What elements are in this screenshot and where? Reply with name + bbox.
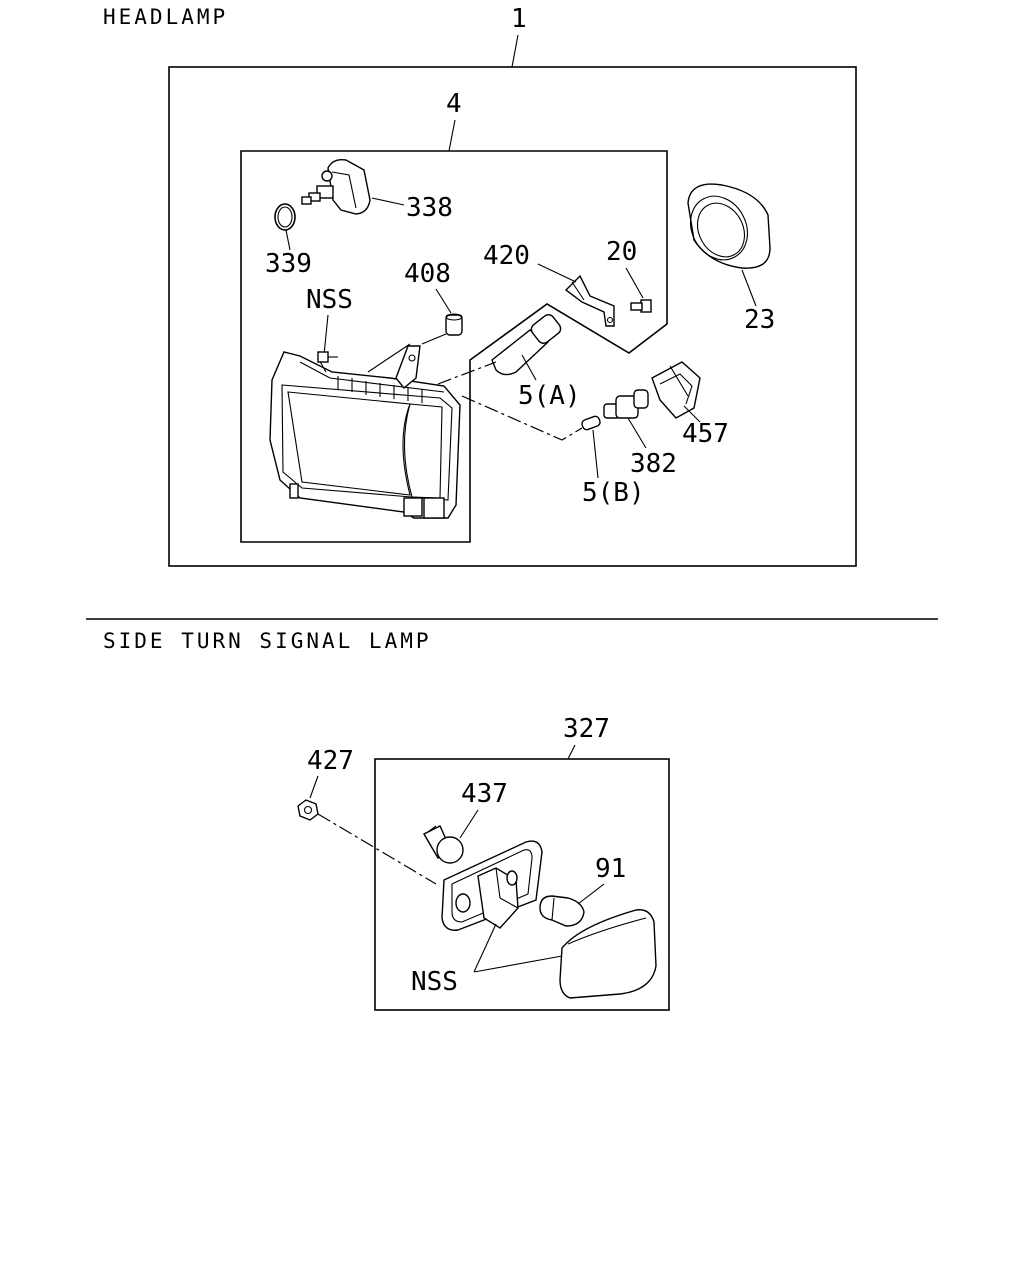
leader-20 <box>625 267 644 299</box>
callout-23: 23 <box>744 305 775 335</box>
leader-427 <box>309 775 319 799</box>
leader-nss-headlamp <box>323 314 329 356</box>
lamp-housing <box>441 840 543 931</box>
leader-437 <box>459 809 479 839</box>
callout-457: 457 <box>682 419 729 449</box>
bulb-91 <box>539 895 585 927</box>
assembly-327-frame <box>374 758 670 1011</box>
lamp-lens <box>559 909 657 999</box>
cap-23 <box>687 183 771 269</box>
callout-5a: 5(A) <box>518 381 581 411</box>
callout-nss-headlamp: NSS <box>306 285 353 315</box>
socket-437 <box>423 825 464 864</box>
leader-327 <box>567 744 576 760</box>
grommet-408 <box>445 313 463 336</box>
callout-420: 420 <box>483 241 530 271</box>
headlamp-unit <box>269 333 461 519</box>
leader-23 <box>741 269 757 307</box>
callout-4: 4 <box>446 89 462 119</box>
callout-91: 91 <box>595 854 626 884</box>
socket-382 <box>603 389 649 419</box>
leader-382 <box>627 417 647 449</box>
bulb-5b <box>581 415 601 431</box>
leader-91 <box>577 883 605 905</box>
bracket-420 <box>564 274 615 327</box>
connector-457 <box>651 361 701 419</box>
assembly-4-frame <box>240 150 668 543</box>
leader-nss-side-2 <box>473 955 563 973</box>
leader-457 <box>683 405 701 423</box>
dashline-427 <box>317 813 437 885</box>
callout-437: 437 <box>461 779 508 809</box>
callout-382: 382 <box>630 449 677 479</box>
dashline-5b <box>461 395 583 441</box>
leader-5b <box>592 429 599 479</box>
callout-1: 1 <box>511 4 527 34</box>
o-ring-339 <box>274 203 296 231</box>
headlamp-section-title: HEADLAMP <box>103 5 228 29</box>
callout-327: 327 <box>563 714 610 744</box>
callout-338: 338 <box>406 193 453 223</box>
screw-20 <box>630 299 652 313</box>
leader-338 <box>371 197 405 206</box>
callout-nss-side: NSS <box>411 967 458 997</box>
side-turn-signal-section-title: SIDE TURN SIGNAL LAMP <box>103 629 432 653</box>
leveling-motor-338 <box>301 158 371 215</box>
leader-4 <box>448 119 456 152</box>
leader-408 <box>435 288 452 314</box>
callout-5b: 5(B) <box>582 478 645 508</box>
bulb-5a <box>491 314 562 376</box>
callout-20: 20 <box>606 237 637 267</box>
callout-427: 427 <box>307 746 354 776</box>
dashline-5a <box>437 361 497 385</box>
o-ring-339-inner <box>277 206 293 228</box>
callout-408: 408 <box>404 259 451 289</box>
callout-339: 339 <box>265 249 312 279</box>
leader-420 <box>537 263 577 283</box>
nut-427 <box>297 799 319 821</box>
leader-5a <box>521 354 537 381</box>
leader-339 <box>285 229 291 251</box>
leader-1 <box>511 34 519 68</box>
leader-nss-side-1 <box>473 923 497 973</box>
